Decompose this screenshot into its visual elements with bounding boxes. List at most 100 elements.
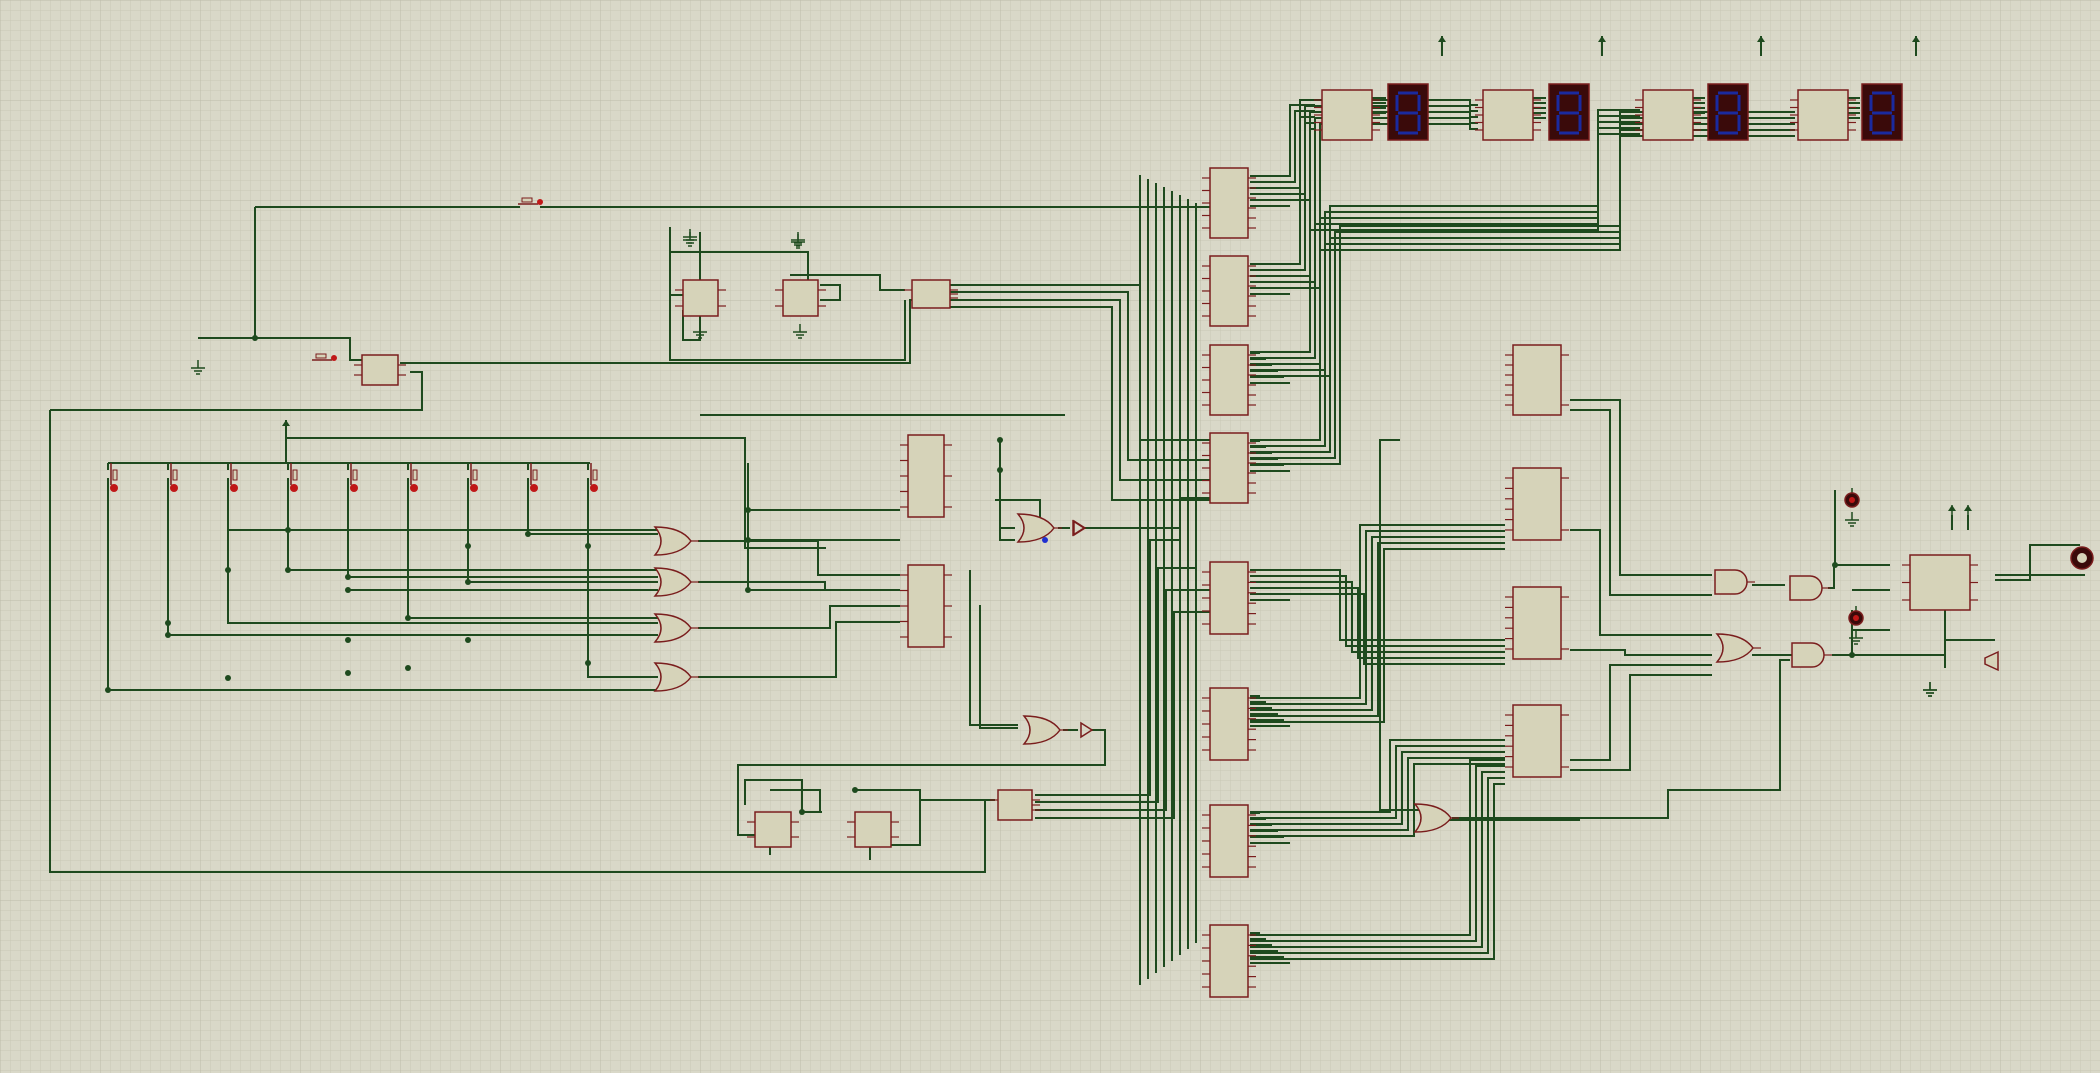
counter-4[interactable] [847,811,899,848]
switch-lever [112,469,118,481]
mux-3-body [1209,344,1249,416]
register-3[interactable] [900,564,952,648]
buzzer-icon[interactable] [1984,650,1999,672]
led-indicator[interactable] [1848,606,1864,633]
wire [1250,99,1478,265]
wire [1250,133,1640,377]
mux-1[interactable] [1202,167,1256,239]
junction-dot [405,615,411,621]
and-gate-3[interactable] [1791,642,1832,668]
decoder-1[interactable] [1314,89,1380,141]
register-2[interactable] [900,434,952,518]
buffer-lower[interactable] [1080,721,1094,739]
toggle-switch-4[interactable] [290,463,298,492]
led-indicator[interactable] [1844,488,1860,515]
junction-dot [465,579,471,585]
seven-segment-display[interactable]: 8 [1548,83,1590,155]
counter-1[interactable] [675,279,726,317]
push-button-reset[interactable] [518,197,543,205]
comparator-2[interactable] [1505,467,1569,541]
toggle-switch-7[interactable] [470,463,478,492]
or-gate-4[interactable] [653,662,699,692]
wire [1250,765,1505,942]
wire [1250,127,1640,371]
wire [1250,777,1505,954]
wire [1035,611,1225,819]
power-arrow-icon [1964,505,1972,523]
toggle-switch-5[interactable] [350,463,358,492]
comparator-4[interactable] [1505,704,1569,778]
seven-segment-display[interactable]: 8 [1707,83,1749,155]
or-gate-1[interactable] [653,526,699,556]
or-gate-body [1413,803,1452,833]
toggle-switch-2[interactable] [170,463,178,492]
decoder-2[interactable] [1475,89,1541,141]
wire [1250,759,1505,936]
or-gate-5[interactable] [1016,513,1062,543]
comparator-3[interactable] [1505,586,1569,660]
mux-7[interactable] [1202,804,1256,878]
or-gate-6[interactable] [1022,715,1068,745]
mux-6[interactable] [1202,687,1256,761]
wire [698,605,900,629]
or-gate-8[interactable] [1715,633,1761,663]
timer-ic[interactable] [1902,554,1978,611]
wire [950,299,1220,481]
ground-icon [793,324,807,339]
toggle-switch-9[interactable] [590,463,598,492]
decoder-3[interactable] [1635,89,1701,141]
or-gate-7[interactable] [1413,803,1459,833]
or-gate-body [653,567,692,597]
wire [1250,783,1505,960]
mux-2[interactable] [1202,255,1256,327]
or-gate-2[interactable] [653,567,699,597]
register-4[interactable] [990,789,1040,821]
speaker-icon[interactable] [2070,546,2094,570]
wire [227,478,658,624]
led-lens [1849,497,1855,503]
and-gate-1[interactable] [1714,569,1755,595]
wire [669,252,906,361]
toggle-switch-1[interactable] [110,463,118,492]
or-gate-3[interactable] [653,613,699,643]
decoder-4[interactable] [1790,89,1856,141]
mux-8[interactable] [1202,924,1256,998]
latch-1[interactable] [354,354,406,386]
wire [49,410,986,873]
push-button-start[interactable] [312,353,337,361]
seven-segment-display[interactable]: 8 [1387,83,1429,155]
seven-segment-display[interactable]: 8 [1861,83,1903,155]
mux-4[interactable] [1202,432,1256,504]
junction-dot [165,632,171,638]
or-gate-body [653,662,692,692]
wire [1250,116,1315,189]
toggle-switch-3[interactable] [230,463,238,492]
toggle-switch-8[interactable] [530,463,538,492]
counter-2[interactable] [775,279,826,317]
junction-dot [405,665,411,671]
wire [1250,587,1505,659]
mux-5[interactable] [1202,561,1256,635]
wire [1250,739,1505,813]
button-indicator-icon [331,355,337,361]
counter-1-body [682,279,719,317]
toggle-switch-6[interactable] [410,463,418,492]
wire [698,621,900,678]
mux-3[interactable] [1202,344,1256,416]
button-indicator-icon [537,199,543,205]
comparator-1[interactable] [1505,344,1569,416]
register-1-body [911,279,951,309]
switch-knob-icon [470,484,478,492]
counter-4-body [854,811,892,848]
wire [979,605,1018,729]
counter-3-body [754,811,792,848]
mux-1-body [1209,167,1249,239]
counter-3[interactable] [747,811,799,848]
register-1[interactable] [904,279,958,309]
switch-lever [292,469,298,481]
and-gate-body [1789,575,1823,601]
switch-knob-icon [590,484,598,492]
buffer-1[interactable] [1072,519,1086,537]
and-gate-2[interactable] [1789,575,1830,601]
